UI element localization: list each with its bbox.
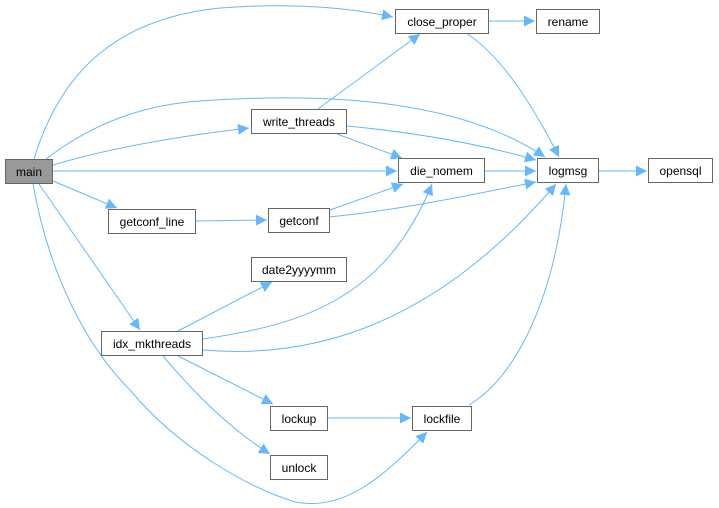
node-close_proper[interactable]: close_proper	[395, 9, 489, 34]
edge-main-write_threads	[52, 123, 250, 166]
edge-lockfile-logmsg	[468, 183, 571, 406]
edge-main-idx_mkthreads	[38, 183, 141, 331]
node-main[interactable]: main	[5, 159, 53, 184]
node-getconf[interactable]: getconf	[268, 208, 330, 233]
edge-getconf-die_nomem	[329, 182, 404, 211]
edge-idx_mkthreads-logmsg	[202, 183, 557, 352]
edge-getconf-logmsg	[328, 178, 537, 218]
node-lockup[interactable]: lockup	[270, 406, 328, 431]
edge-idx_mkthreads-date2yyyymm	[177, 281, 273, 332]
node-idx_mkthreads[interactable]: idx_mkthreads	[101, 331, 203, 356]
node-rename[interactable]: rename	[536, 9, 600, 34]
node-die_nomem[interactable]: die_nomem	[398, 158, 485, 183]
node-opensql[interactable]: opensql	[648, 158, 713, 183]
node-date2yyyymm[interactable]: date2yyyymm	[251, 257, 347, 282]
node-logmsg[interactable]: logmsg	[537, 158, 599, 183]
edge-write_threads-logmsg	[346, 125, 537, 163]
edge-write_threads-close_proper	[317, 33, 421, 110]
edge-write_threads-die_nomem	[336, 133, 403, 160]
edge-idx_mkthreads-die_nomem	[202, 183, 433, 340]
edge-main-close_proper	[33, 5, 394, 160]
edge-idx_mkthreads-lockup	[177, 355, 274, 405]
edge-main-getconf_line	[52, 180, 118, 209]
edge-main-logmsg	[45, 97, 546, 160]
node-getconf_line[interactable]: getconf_line	[108, 209, 196, 234]
edge-getconf_line-getconf	[195, 214, 268, 226]
node-unlock[interactable]: unlock	[270, 455, 328, 480]
node-lockfile[interactable]: lockfile	[412, 406, 472, 431]
edge-idx_mkthreads-unlock	[162, 355, 271, 455]
node-write_threads[interactable]: write_threads	[251, 109, 347, 134]
edge-main-lockfile	[32, 183, 428, 504]
edge-close_proper-logmsg	[465, 32, 560, 158]
